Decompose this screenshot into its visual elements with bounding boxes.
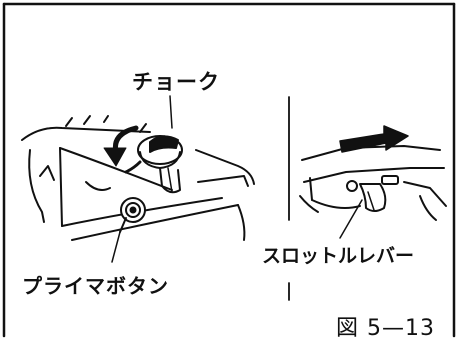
choke-leader-line bbox=[169, 95, 173, 129]
throttle-lever-drawing bbox=[359, 183, 387, 212]
primer-button-label: プライマボタン bbox=[22, 274, 169, 298]
throttle-direction-arrow bbox=[339, 125, 409, 153]
primer-leader-line bbox=[111, 231, 121, 263]
throttle-lever-label: スロットルレバー bbox=[262, 245, 415, 267]
choke-knob-drawing bbox=[137, 135, 183, 194]
engine-body-drawing bbox=[21, 115, 255, 241]
choke-rotation-arrow bbox=[103, 125, 142, 174]
figure-number: 図 5—13 bbox=[336, 316, 435, 341]
primer-button-drawing bbox=[119, 197, 146, 233]
handle-drawing bbox=[299, 145, 447, 221]
choke-label: チョーク bbox=[132, 70, 220, 94]
figure-frame bbox=[2, 2, 456, 338]
throttle-leader-line bbox=[339, 199, 363, 239]
